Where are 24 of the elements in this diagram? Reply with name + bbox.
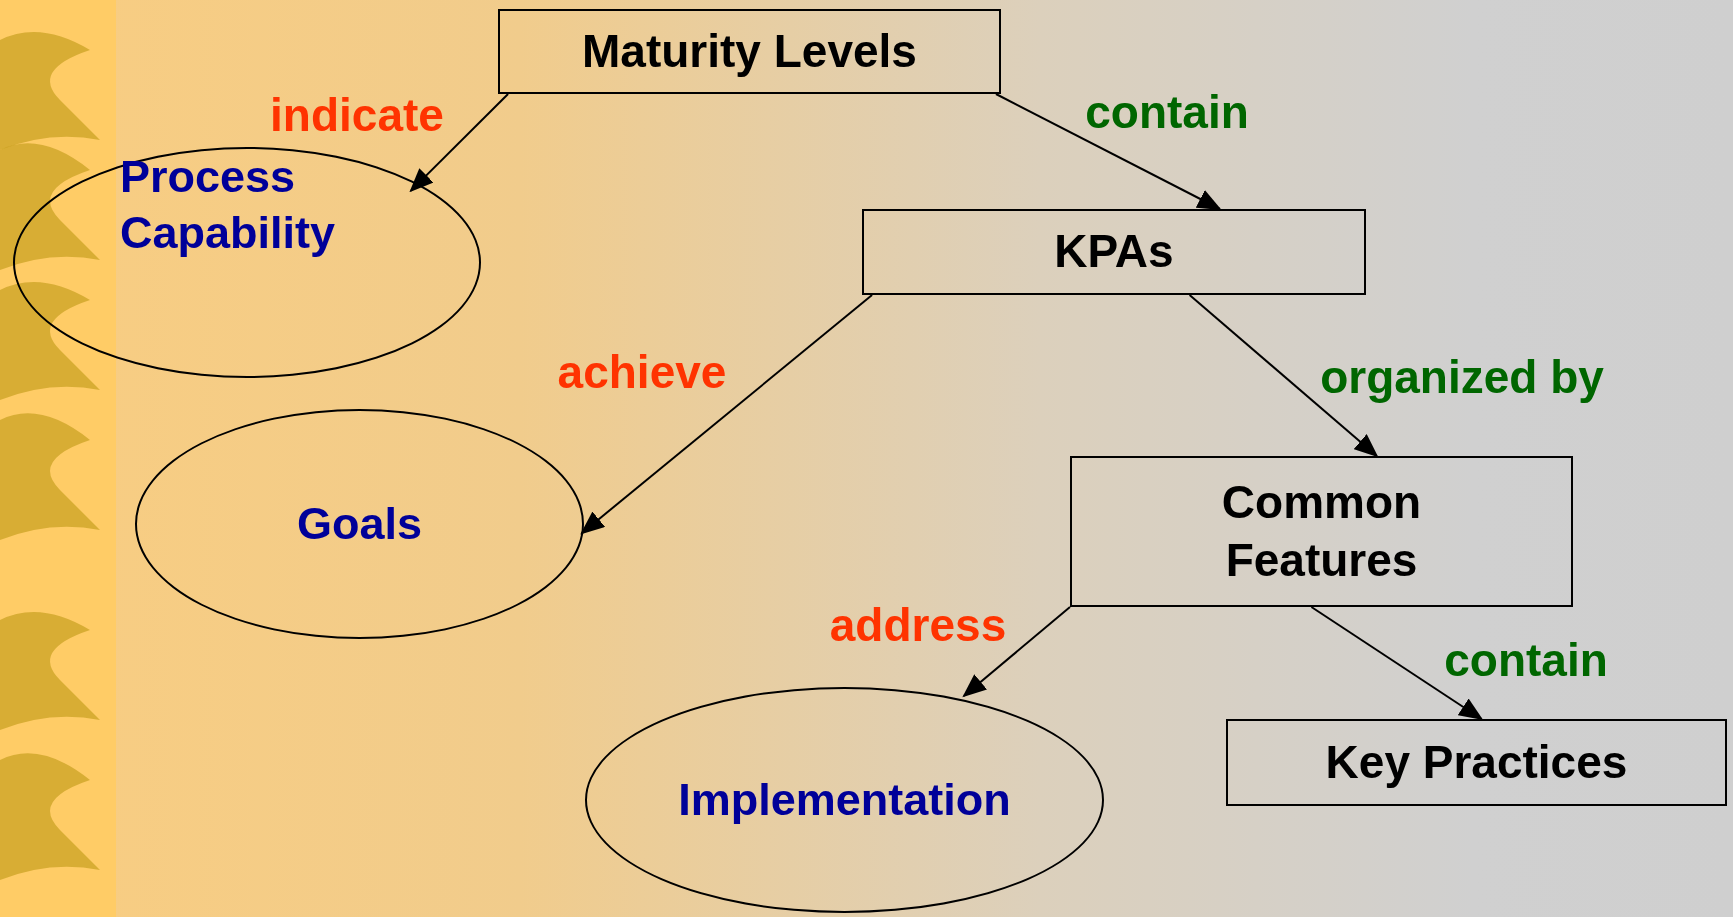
concept-ellipse <box>13 147 481 378</box>
concept-box <box>1226 719 1727 806</box>
node-label: Key Practices <box>1324 734 1629 790</box>
concept-box <box>498 9 1001 94</box>
concept-ellipse <box>585 687 1104 913</box>
node-label: Maturity Levels <box>581 23 918 79</box>
edge-label: indicate <box>270 92 444 138</box>
arrow <box>1188 294 1379 458</box>
edge-label: address <box>829 602 1007 648</box>
edge-label: contain <box>1085 89 1249 135</box>
node-label: KPAs <box>1053 224 1175 280</box>
node-label: Process Capability <box>120 150 337 261</box>
concept-box <box>1070 456 1573 607</box>
concept-ellipse <box>135 409 584 639</box>
arrow <box>994 93 1222 210</box>
arrow <box>409 93 510 193</box>
concept-box <box>862 209 1366 295</box>
edge-label: achieve <box>557 349 727 395</box>
node-label: Common Features <box>1220 475 1423 588</box>
node-label: Implementation <box>677 772 1012 827</box>
arrow <box>1310 606 1484 721</box>
edge-label: contain <box>1444 637 1608 683</box>
arrow <box>962 606 1071 698</box>
node-label: Goals <box>295 496 423 551</box>
